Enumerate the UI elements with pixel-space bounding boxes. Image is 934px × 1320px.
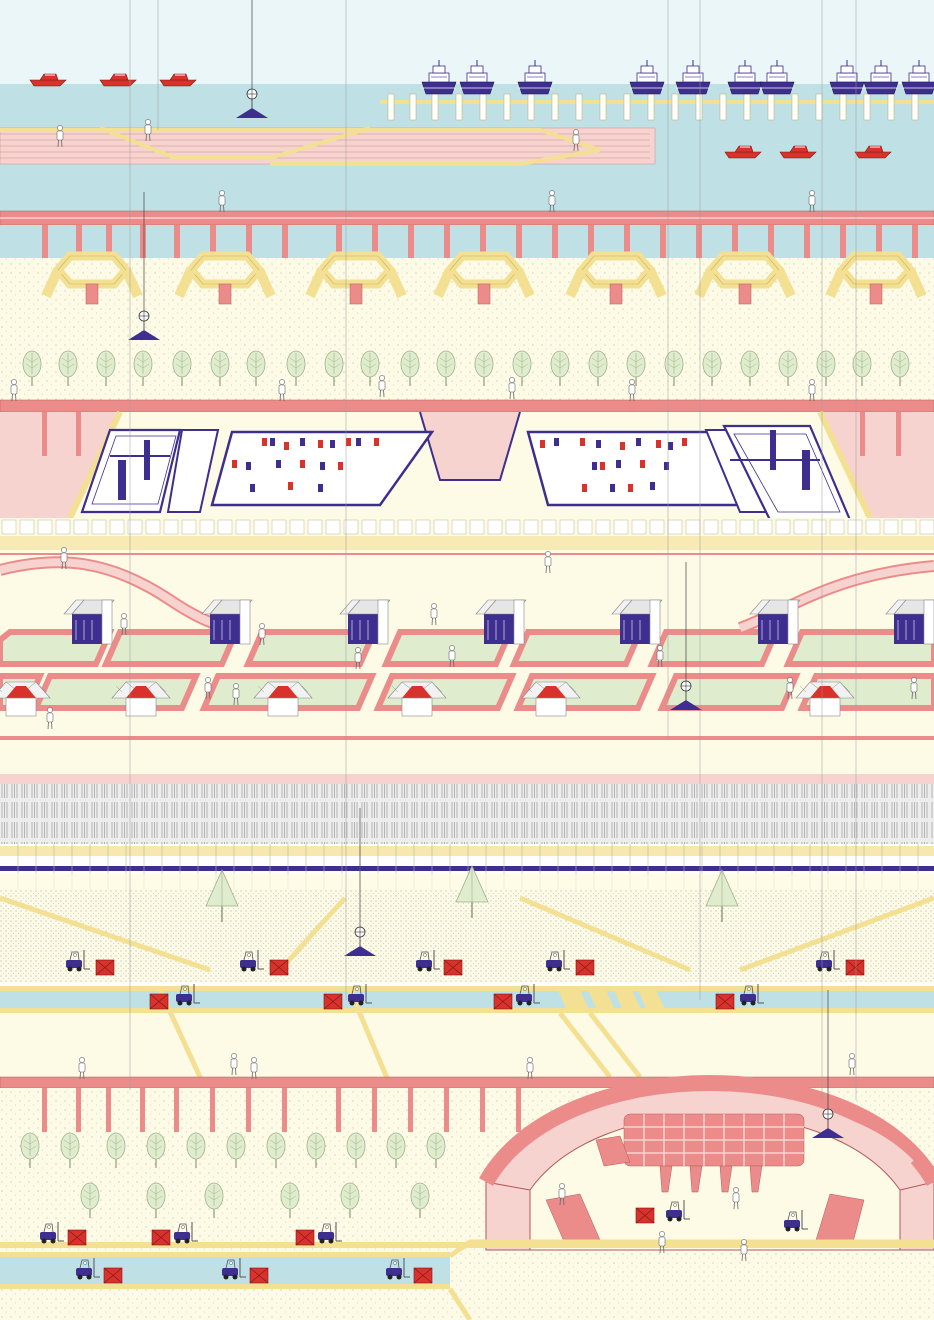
amphitheatre — [479, 1075, 934, 1251]
section-guide-lines — [129, 0, 857, 1100]
market-vendor-stands — [232, 438, 687, 492]
market-hall-right — [526, 424, 852, 522]
delivery-lane-upper — [0, 990, 934, 1008]
sky — [0, 0, 934, 84]
fishing-pier — [0, 100, 934, 166]
storage-racks — [0, 784, 934, 844]
yard-paths — [0, 895, 934, 973]
market-hall-left — [80, 428, 435, 514]
warehouse-roof-edge — [0, 774, 934, 784]
canal-columns — [42, 225, 918, 258]
market-storefronts — [0, 518, 934, 555]
market-columns — [42, 412, 901, 456]
market-rail — [0, 399, 934, 413]
lower-columns — [42, 1088, 521, 1132]
mooring-posts — [387, 93, 919, 121]
